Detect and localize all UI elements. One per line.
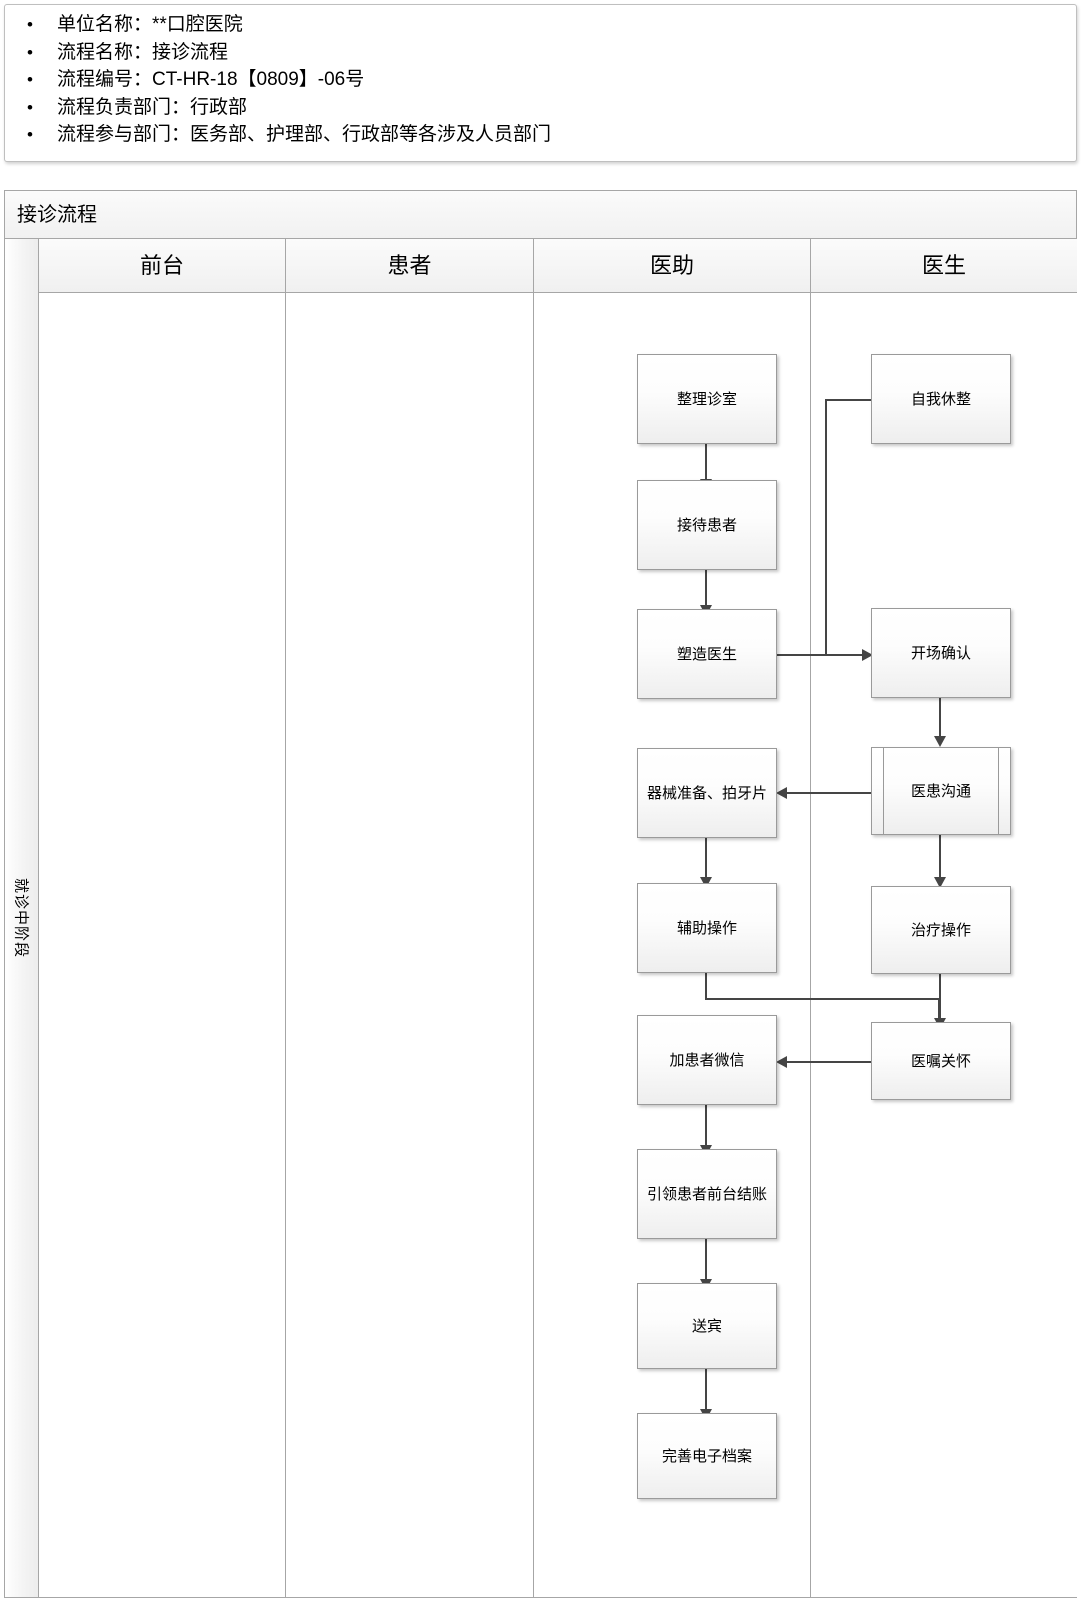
- connector-n3-d2: [776, 654, 870, 656]
- connector-d4-d5: [939, 974, 941, 1022]
- node-接待患者[interactable]: 接待患者: [637, 480, 777, 570]
- connector-d5-n6: [787, 1061, 871, 1063]
- info-item-process-name: • 流程名称：接诊流程: [5, 39, 1076, 67]
- connector-n1-n2: [705, 444, 707, 483]
- node-加患者微信[interactable]: 加患者微信: [637, 1015, 777, 1105]
- process-info-card: • 单位名称：**口腔医院 • 流程名称：接诊流程 • 流程编号：CT-HR-1…: [4, 4, 1077, 162]
- phase-band: 就诊中阶段: [5, 239, 39, 1597]
- bullet-icon: •: [27, 42, 33, 62]
- info-item-text: 流程编号：CT-HR-18【0809】-06号: [57, 69, 365, 90]
- node-送宾[interactable]: 送宾: [637, 1283, 777, 1369]
- node-完善电子档案[interactable]: 完善电子档案: [637, 1413, 777, 1499]
- connector-d1-d2: [825, 654, 871, 656]
- node-治疗操作[interactable]: 治疗操作: [871, 886, 1011, 974]
- lane-header-assistant: 医助: [534, 239, 811, 293]
- bullet-icon: •: [27, 15, 33, 34]
- info-item-process-code: • 流程编号：CT-HR-18【0809】-06号: [5, 66, 1076, 94]
- info-item-owner-dept: • 流程负责部门：行政部: [5, 94, 1076, 122]
- connector-d1-down: [825, 399, 827, 656]
- node-辅助操作[interactable]: 辅助操作: [637, 883, 777, 973]
- lane-body-patient: [286, 293, 534, 1597]
- connector-n6-n7: [705, 1105, 707, 1149]
- phase-label: 就诊中阶段: [12, 877, 29, 959]
- info-item-text: 流程参与部门：医务部、护理部、行政部等各涉及人员部门: [57, 124, 552, 145]
- node-器械准备拍牙片[interactable]: 器械准备、拍牙片: [637, 748, 777, 838]
- connector-d3-d4: [939, 835, 941, 881]
- info-item-text: 流程负责部门：行政部: [57, 96, 248, 118]
- node-开场确认[interactable]: 开场确认: [871, 608, 1011, 698]
- node-整理诊室[interactable]: 整理诊室: [637, 354, 777, 444]
- arrow-d3-n4: [776, 787, 787, 799]
- connector-d3-n4: [787, 792, 871, 794]
- lane-header-patient: 患者: [286, 239, 534, 293]
- process-info-list: • 单位名称：**口腔医院 • 流程名称：接诊流程 • 流程编号：CT-HR-1…: [5, 5, 1076, 149]
- connector-n5-right: [705, 998, 940, 1000]
- lane-body-frontdesk: [39, 293, 286, 1597]
- connector-n2-n3: [705, 570, 707, 609]
- arrow-d5-n6: [776, 1056, 787, 1068]
- node-自我休整[interactable]: 自我休整: [871, 354, 1011, 444]
- info-item-unit: • 单位名称：**口腔医院: [5, 11, 1076, 39]
- arrow-d3-d4: [934, 877, 946, 888]
- lane-header-frontdesk: 前台: [39, 239, 286, 293]
- node-医患沟通[interactable]: 医患沟通: [871, 747, 1011, 835]
- flowchart-frame: 接诊流程 就诊中阶段 前台 患者 医助 医生: [4, 190, 1077, 1598]
- connector-d2-d3: [939, 698, 941, 740]
- arrow-n4-n5: [700, 877, 712, 888]
- connector-n5-down: [705, 973, 707, 1000]
- bullet-icon: •: [27, 125, 33, 144]
- connector-n4-n5: [705, 838, 707, 881]
- bullet-icon: •: [27, 97, 33, 117]
- flowchart-title: 接诊流程: [5, 191, 1076, 239]
- lane-header-doctor: 医生: [811, 239, 1077, 293]
- connector-n7-n8: [705, 1239, 707, 1283]
- connector-n8-n9: [705, 1369, 707, 1413]
- info-item-text: 流程名称：接诊流程: [57, 41, 229, 63]
- node-引领患者前台结账[interactable]: 引领患者前台结账: [637, 1149, 777, 1239]
- bullet-icon: •: [27, 70, 33, 89]
- connector-d1-left: [825, 399, 873, 401]
- node-塑造医生[interactable]: 塑造医生: [637, 609, 777, 699]
- arrow-d2-d3: [934, 736, 946, 747]
- node-医嘱关怀[interactable]: 医嘱关怀: [871, 1022, 1011, 1100]
- info-item-text: 单位名称：**口腔医院: [57, 14, 243, 35]
- info-item-participant-dept: • 流程参与部门：医务部、护理部、行政部等各涉及人员部门: [5, 121, 1076, 149]
